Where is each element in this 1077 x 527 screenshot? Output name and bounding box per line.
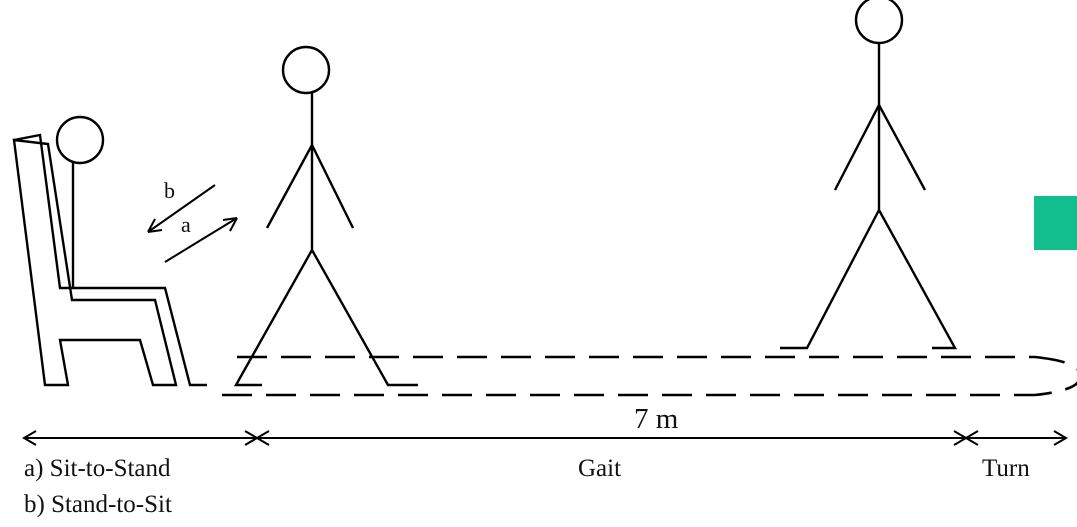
phase-arrows — [24, 431, 1066, 445]
arrow-b-head — [148, 219, 162, 232]
stand-to-sit-label: b) Stand-to-Sit — [24, 491, 172, 518]
chair — [14, 135, 207, 385]
standing-person-near — [236, 47, 418, 385]
distance-label: 7 m — [634, 403, 679, 435]
standing-person-far-legs — [780, 210, 955, 348]
standing-person-near-arms — [267, 145, 353, 228]
arrow-label-b: b — [164, 178, 175, 203]
standing-person-far — [780, 0, 955, 348]
standing-person-near-legs — [236, 250, 418, 385]
turn-marker — [1034, 196, 1077, 250]
walking-path — [222, 357, 1077, 395]
standing-person-far-head — [856, 0, 902, 43]
turn-label: Turn — [982, 455, 1030, 482]
chair-back-and-seat — [14, 135, 207, 385]
chair-frame — [14, 140, 176, 385]
arrow-label-a: a — [181, 212, 191, 237]
arrow-a-line — [165, 218, 237, 262]
standing-person-near-head — [283, 47, 329, 93]
sit-to-stand-label: a) Sit-to-Stand — [24, 455, 171, 482]
seated-person-head — [57, 117, 103, 163]
transition-arrows: b a — [148, 178, 237, 262]
walking-path-turn — [1035, 357, 1077, 395]
seated-person — [57, 117, 103, 288]
gait-label: Gait — [578, 455, 621, 482]
